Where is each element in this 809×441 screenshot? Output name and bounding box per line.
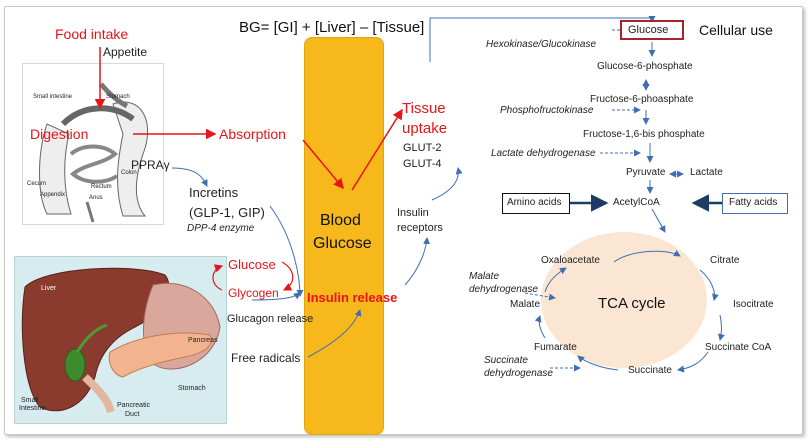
digestion-label: Digestion [30,126,89,142]
succinate-label: Succinate [628,365,672,376]
label-duct: Duct [125,411,140,418]
pfk-label: Phosphofructokinase [500,105,594,116]
pathway-glucose: Glucose [628,24,669,36]
insulin-label: Insulin [397,207,429,219]
tca-cycle-label: TCA cycle [598,295,666,312]
glucose-center-label: Glucose [313,235,372,252]
label-stomach: Stomach [106,94,130,100]
f6p-label: Fructose-6-phoasphate [590,94,694,105]
g6p-label: Glucose-6-phosphate [597,61,693,72]
acetylcoa-label: AcetylCoA [613,197,660,208]
liver-pancreas-illustration: Liver Pancreas Stomach Small Intestine P… [14,256,227,424]
gi-tract-illustration: Small intestine Stomach Colon Cecum Rect… [22,63,164,225]
label-pancreatic: Pancreatic [117,402,151,409]
label-intestine: Intestine [19,405,46,412]
appetite-label: Appetite [103,45,148,59]
liver-pancreas-drawing [21,267,221,414]
absorption-label: Absorption [219,126,286,142]
isocitrate-label: Isocitrate [733,299,774,310]
label-appendix: Appendix [40,192,66,198]
label-pancreas: Pancreas [188,337,218,344]
f16bp-label: Fructose-1,6-bis phosphate [583,129,705,140]
succinate-dh-label-1: Succinate [484,355,528,366]
amino-acids-box [502,193,570,214]
fatty-acids-label: Fatty acids [729,197,778,208]
ppra-label: PPRAγ [131,158,170,172]
hexokinase-label: Hexokinase/Glucokinase [486,39,597,50]
uptake-label: uptake [402,120,448,137]
tissue-label: Tissue [402,100,446,117]
amino-acids-label: Amino acids [507,197,562,208]
succinate-dh-label-2: dehydrogenase [484,368,553,379]
glucose-box [620,20,684,40]
label-cecum: Cecum [27,181,47,187]
oxaloacetate-label: Oxaloacetate [541,255,600,266]
glycogen-label: Glycogen [228,286,279,300]
receptors-label: receptors [397,222,443,234]
glut4-label: GLUT-4 [403,158,442,170]
incretins-label: Incretins [189,185,239,200]
dpp4-label: DPP-4 enzyme [187,223,255,234]
label-colon: Colon [121,170,137,176]
blood-glucose-bar [304,37,384,435]
glut2-label: GLUT-2 [403,142,442,154]
liver-glucose-label: Glucose [228,257,276,272]
lactate-label: Lactate [690,167,723,178]
label-rectum: Rectum [91,184,112,190]
label-stomach-liver: Stomach [178,385,206,392]
gi-tract-drawing [23,64,163,224]
glp-gip-label: (GLP-1, GIP) [189,205,265,220]
pyruvate-label: Pyruvate [626,167,666,178]
label-small-intestine: Small intestine [33,94,73,100]
label-anus: Anus [89,195,103,201]
free-radicals-label: Free radicals [231,351,301,365]
fumarate-label: Fumarate [534,342,577,353]
ldh-label: Lactate dehydrogenase [491,148,596,159]
citrate-label: Citrate [710,255,740,266]
insulin-release-label: Insulin release [307,290,398,305]
malate-dh-label-2: dehydrogenase [469,284,538,295]
blood-label: Blood [320,212,361,229]
fatty-acids-box [722,193,788,214]
label-liver: Liver [41,285,57,292]
label-small: Small [21,397,39,404]
bg-equation: BG= [GI] + [Liver] – [Tissue] [239,19,425,36]
malate-label: Malate [510,299,541,310]
glucagon-release-label: Glucagon release [227,313,314,325]
succinate-coa-label: Succinate CoA [705,342,772,353]
malate-dh-label-1: Malate [469,271,500,282]
cellular-use-title: Cellular use [699,22,773,38]
food-intake-label: Food intake [55,26,129,42]
